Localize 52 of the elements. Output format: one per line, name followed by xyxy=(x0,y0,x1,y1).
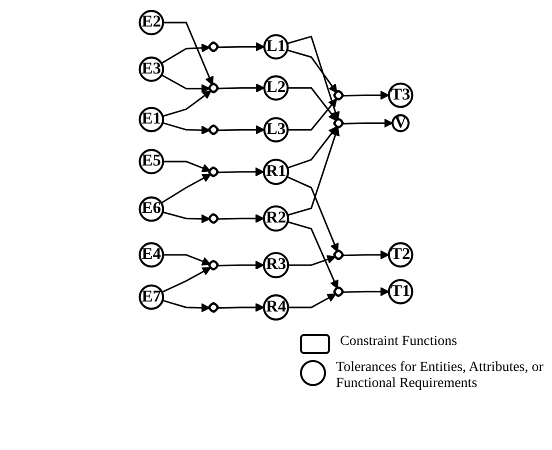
arrow xyxy=(286,176,339,252)
arrow xyxy=(161,74,210,94)
arrow xyxy=(163,160,211,172)
arrow xyxy=(287,126,340,216)
arrow xyxy=(218,42,265,52)
legend-label: Constraint Functions xyxy=(340,334,458,350)
arrow xyxy=(288,294,336,308)
arrow xyxy=(288,98,338,131)
arrow xyxy=(288,255,336,266)
arrow xyxy=(218,260,264,270)
node-circle: T2 xyxy=(388,242,414,268)
arrow xyxy=(162,122,210,135)
node-circle: E1 xyxy=(138,106,164,132)
arrow xyxy=(286,49,338,94)
arrow xyxy=(162,90,212,117)
arrow xyxy=(343,118,393,128)
node-circle: R4 xyxy=(262,294,290,321)
node-circle: E3 xyxy=(138,56,164,82)
node-circle: E2 xyxy=(138,10,164,36)
arrow xyxy=(162,267,212,293)
arrow xyxy=(163,254,211,266)
node-circle: T1 xyxy=(388,278,414,304)
node-circle: L1 xyxy=(263,34,289,60)
node-circle: R2 xyxy=(262,205,290,232)
arrow xyxy=(288,87,338,122)
node-circle: E5 xyxy=(138,148,164,174)
node-circle: L2 xyxy=(263,75,289,101)
node-circle: R1 xyxy=(262,158,290,185)
node-circle: E7 xyxy=(138,284,164,310)
arrow xyxy=(286,36,340,120)
arrow xyxy=(218,167,264,176)
node-circle: T3 xyxy=(388,82,414,108)
arrow xyxy=(287,126,338,169)
arrow xyxy=(160,174,212,204)
legend-label: Tolerances for Entities, Attributes, or Functional Requirements xyxy=(336,360,544,392)
node-circle: E4 xyxy=(138,242,164,268)
node-circle: R3 xyxy=(262,252,290,278)
arrow xyxy=(343,287,390,296)
arrow xyxy=(218,214,264,224)
node-circle: L3 xyxy=(263,117,289,142)
arrow xyxy=(218,125,265,134)
node-circle: V xyxy=(392,114,410,132)
node-circle: E6 xyxy=(138,196,164,222)
arrow xyxy=(162,300,210,312)
arrow xyxy=(163,22,214,86)
arrow xyxy=(161,43,210,64)
arrow xyxy=(343,90,390,100)
arrow xyxy=(287,221,338,290)
arrow xyxy=(343,250,390,260)
arrow xyxy=(218,302,264,312)
arrow xyxy=(218,83,265,92)
arrow xyxy=(162,211,210,224)
